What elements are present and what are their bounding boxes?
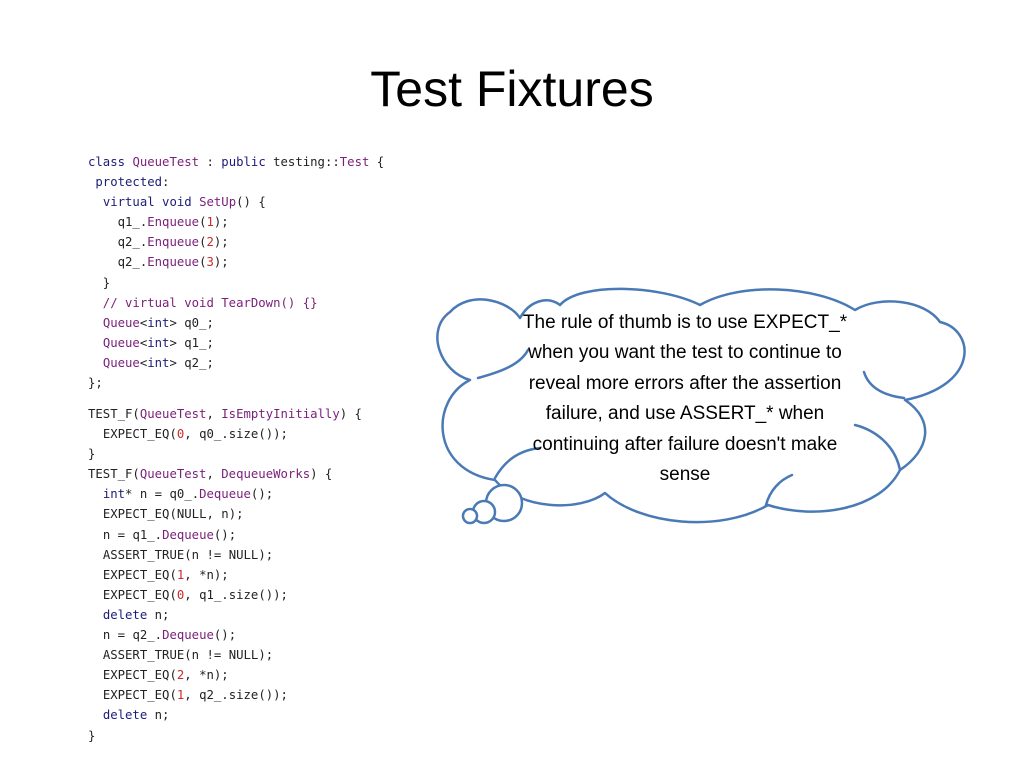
class-code-line: protected: [95,175,170,190]
cloud-inner-arc-1 [476,348,530,380]
cloud-inner-arc-5 [853,423,902,472]
slide-title: Test Fixtures [370,61,654,117]
class-code-block: class QueueTest : public testing::Test {… [88,152,384,393]
test-code-line: } [88,728,96,743]
test-code-line: EXPECT_EQ(NULL, n); [102,507,244,522]
class-code-line: Queue<int> q1_; [102,335,214,350]
test-code-line: EXPECT_EQ(1, q2_.size()); [102,688,288,703]
cloud-inner-arc-3 [764,473,794,507]
class-code-line: Queue<int> q0_; [102,315,214,330]
class-code-line: Queue<int> q2_; [102,355,214,370]
class-code-line: } [88,275,111,290]
class-code-line: q1_.Enqueue(1); [117,215,229,230]
class-code-line: q2_.Enqueue(2); [117,235,229,250]
cloud-inner-arc-2 [493,446,542,480]
test-code-line: EXPECT_EQ(0, q0_.size()); [102,427,288,442]
test-code-line: } [88,447,96,462]
cloud-inner-arc-4 [862,370,906,400]
class-code-line: virtual void SetUp() { [102,195,266,210]
callout-text: The rule of thumb is to use EXPECT_* whe… [522,312,848,486]
class-code-line: q2_.Enqueue(3); [117,255,229,270]
test-code-line: int* n = q0_.Dequeue(); [102,487,274,502]
test-code-line: n = q1_.Dequeue(); [102,527,237,542]
test-code-line: delete n; [102,708,170,723]
test-code-line: EXPECT_EQ(2, *n); [102,668,229,683]
cloud-outline [436,287,966,524]
test-code-line: ASSERT_TRUE(n != NULL); [102,547,274,562]
test-code-block: TEST_F(QueueTest, IsEmptyInitially) { EX… [88,404,362,746]
test-code-line: delete n; [102,607,170,622]
test-code-line: ASSERT_TRUE(n != NULL); [102,648,274,663]
test-code-line: TEST_F(QueueTest, IsEmptyInitially) { [88,407,362,421]
test-code-line: EXPECT_EQ(0, q1_.size()); [102,587,288,602]
test-code-line: TEST_F(QueueTest, DequeueWorks) { [88,467,333,482]
thought-bubble-small [461,507,479,525]
class-code-line: // virtual void TearDown() {} [88,295,318,310]
class-code-line: }; [88,376,103,391]
test-code-line: EXPECT_EQ(1, *n); [102,567,229,582]
test-code-line: n = q2_.Dequeue(); [102,628,237,643]
class-code-line: class QueueTest : public testing::Test { [88,155,385,169]
